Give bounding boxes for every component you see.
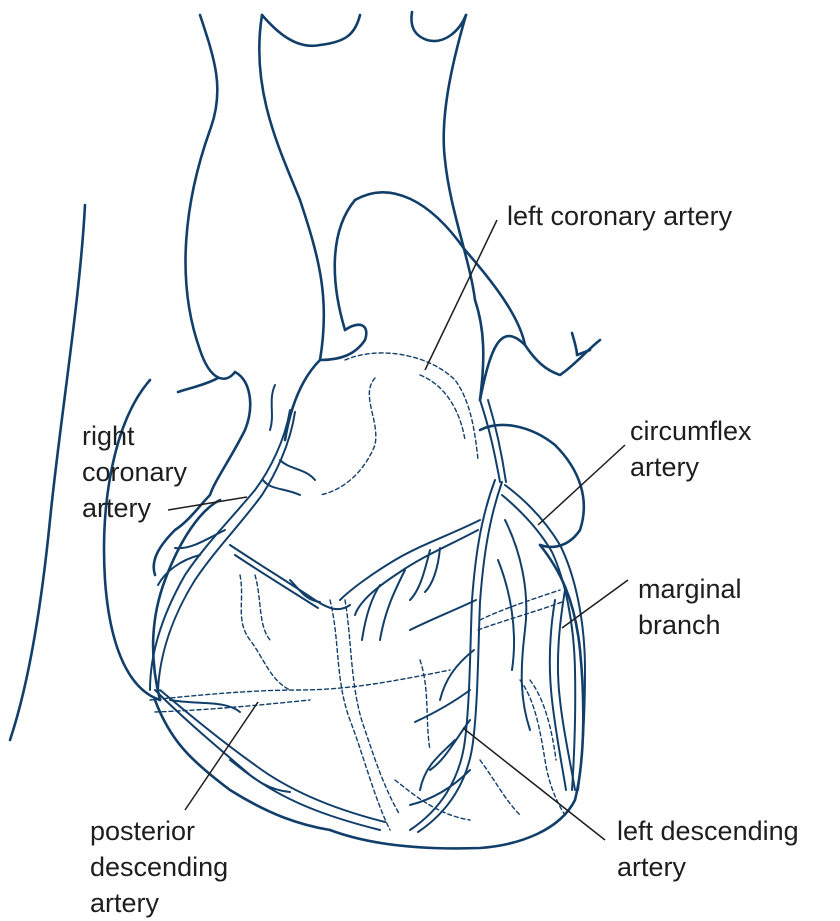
rca-branch [263, 480, 300, 495]
label-line: artery [82, 490, 187, 526]
rca-branch [280, 460, 315, 480]
inferior-border-outline [155, 700, 330, 830]
label-line: posterior [90, 813, 228, 849]
rca-branch [270, 385, 275, 430]
lad-branch [340, 520, 480, 600]
left-atrium-vessel-outline [525, 340, 600, 375]
lad-branch [410, 770, 470, 805]
label-left-coronary-artery: left coronary artery [507, 198, 732, 234]
obtuse-marginal [505, 520, 530, 730]
label-line: coronary [82, 454, 187, 490]
lad-branch [410, 600, 476, 630]
superior-vena-cava-outline [186, 15, 235, 379]
apex-outline [330, 545, 583, 848]
label-line: artery [617, 849, 799, 885]
aortic-root-outline [475, 300, 483, 400]
lad-branch [425, 548, 440, 592]
rca-branch [175, 530, 225, 548]
diagonal-branch [235, 555, 318, 608]
label-left-descending-artery: left descending artery [617, 813, 799, 885]
leader-circumflex [538, 445, 625, 525]
leader-posterior-descending [185, 702, 258, 810]
label-line: artery [630, 449, 752, 485]
dashed-vessel [345, 353, 478, 460]
left-atrium-outline [480, 425, 584, 547]
label-circumflex-artery: circumflex artery [630, 413, 752, 485]
aortic-arch-outline [262, 15, 360, 46]
label-right-coronary-artery: right coronary artery [82, 418, 187, 526]
label-line: descending [90, 849, 228, 885]
label-line: left descending [617, 813, 799, 849]
pulmonary-artery-outline [335, 192, 525, 345]
label-line: marginal [638, 571, 742, 607]
label-line: circumflex [630, 413, 752, 449]
dashed-vessel [150, 670, 450, 700]
label-marginal-branch: marginal branch [638, 571, 742, 643]
diagonal-branch [230, 545, 350, 609]
pulmonary-root-outline [285, 360, 320, 440]
dashed-vessel [478, 602, 562, 630]
left-atrium-notch-outline [572, 333, 590, 355]
superior-vena-cava-lower-outline [178, 378, 218, 392]
marginal-branch-path [550, 600, 566, 790]
left-ventricle-outline [480, 336, 525, 400]
dashed-vessel [255, 575, 270, 640]
dashed-vessel [345, 600, 400, 815]
label-line: right [82, 418, 187, 454]
aorta-inner-outline [300, 200, 324, 360]
lad-branch [410, 550, 430, 600]
right-ventricle-outline [153, 500, 220, 700]
vena-cava-outline [10, 205, 85, 740]
pulmonary-trunk-outline [411, 12, 466, 41]
lad-branch [380, 570, 405, 640]
left-main-path [480, 400, 500, 482]
dashed-vessel [420, 660, 430, 750]
label-line: left coronary artery [507, 198, 732, 234]
obtuse-marginal [498, 560, 514, 670]
label-posterior-descending-artery: posterior descending artery [90, 813, 228, 921]
dashed-vessel [320, 378, 376, 495]
label-line: branch [638, 607, 742, 643]
